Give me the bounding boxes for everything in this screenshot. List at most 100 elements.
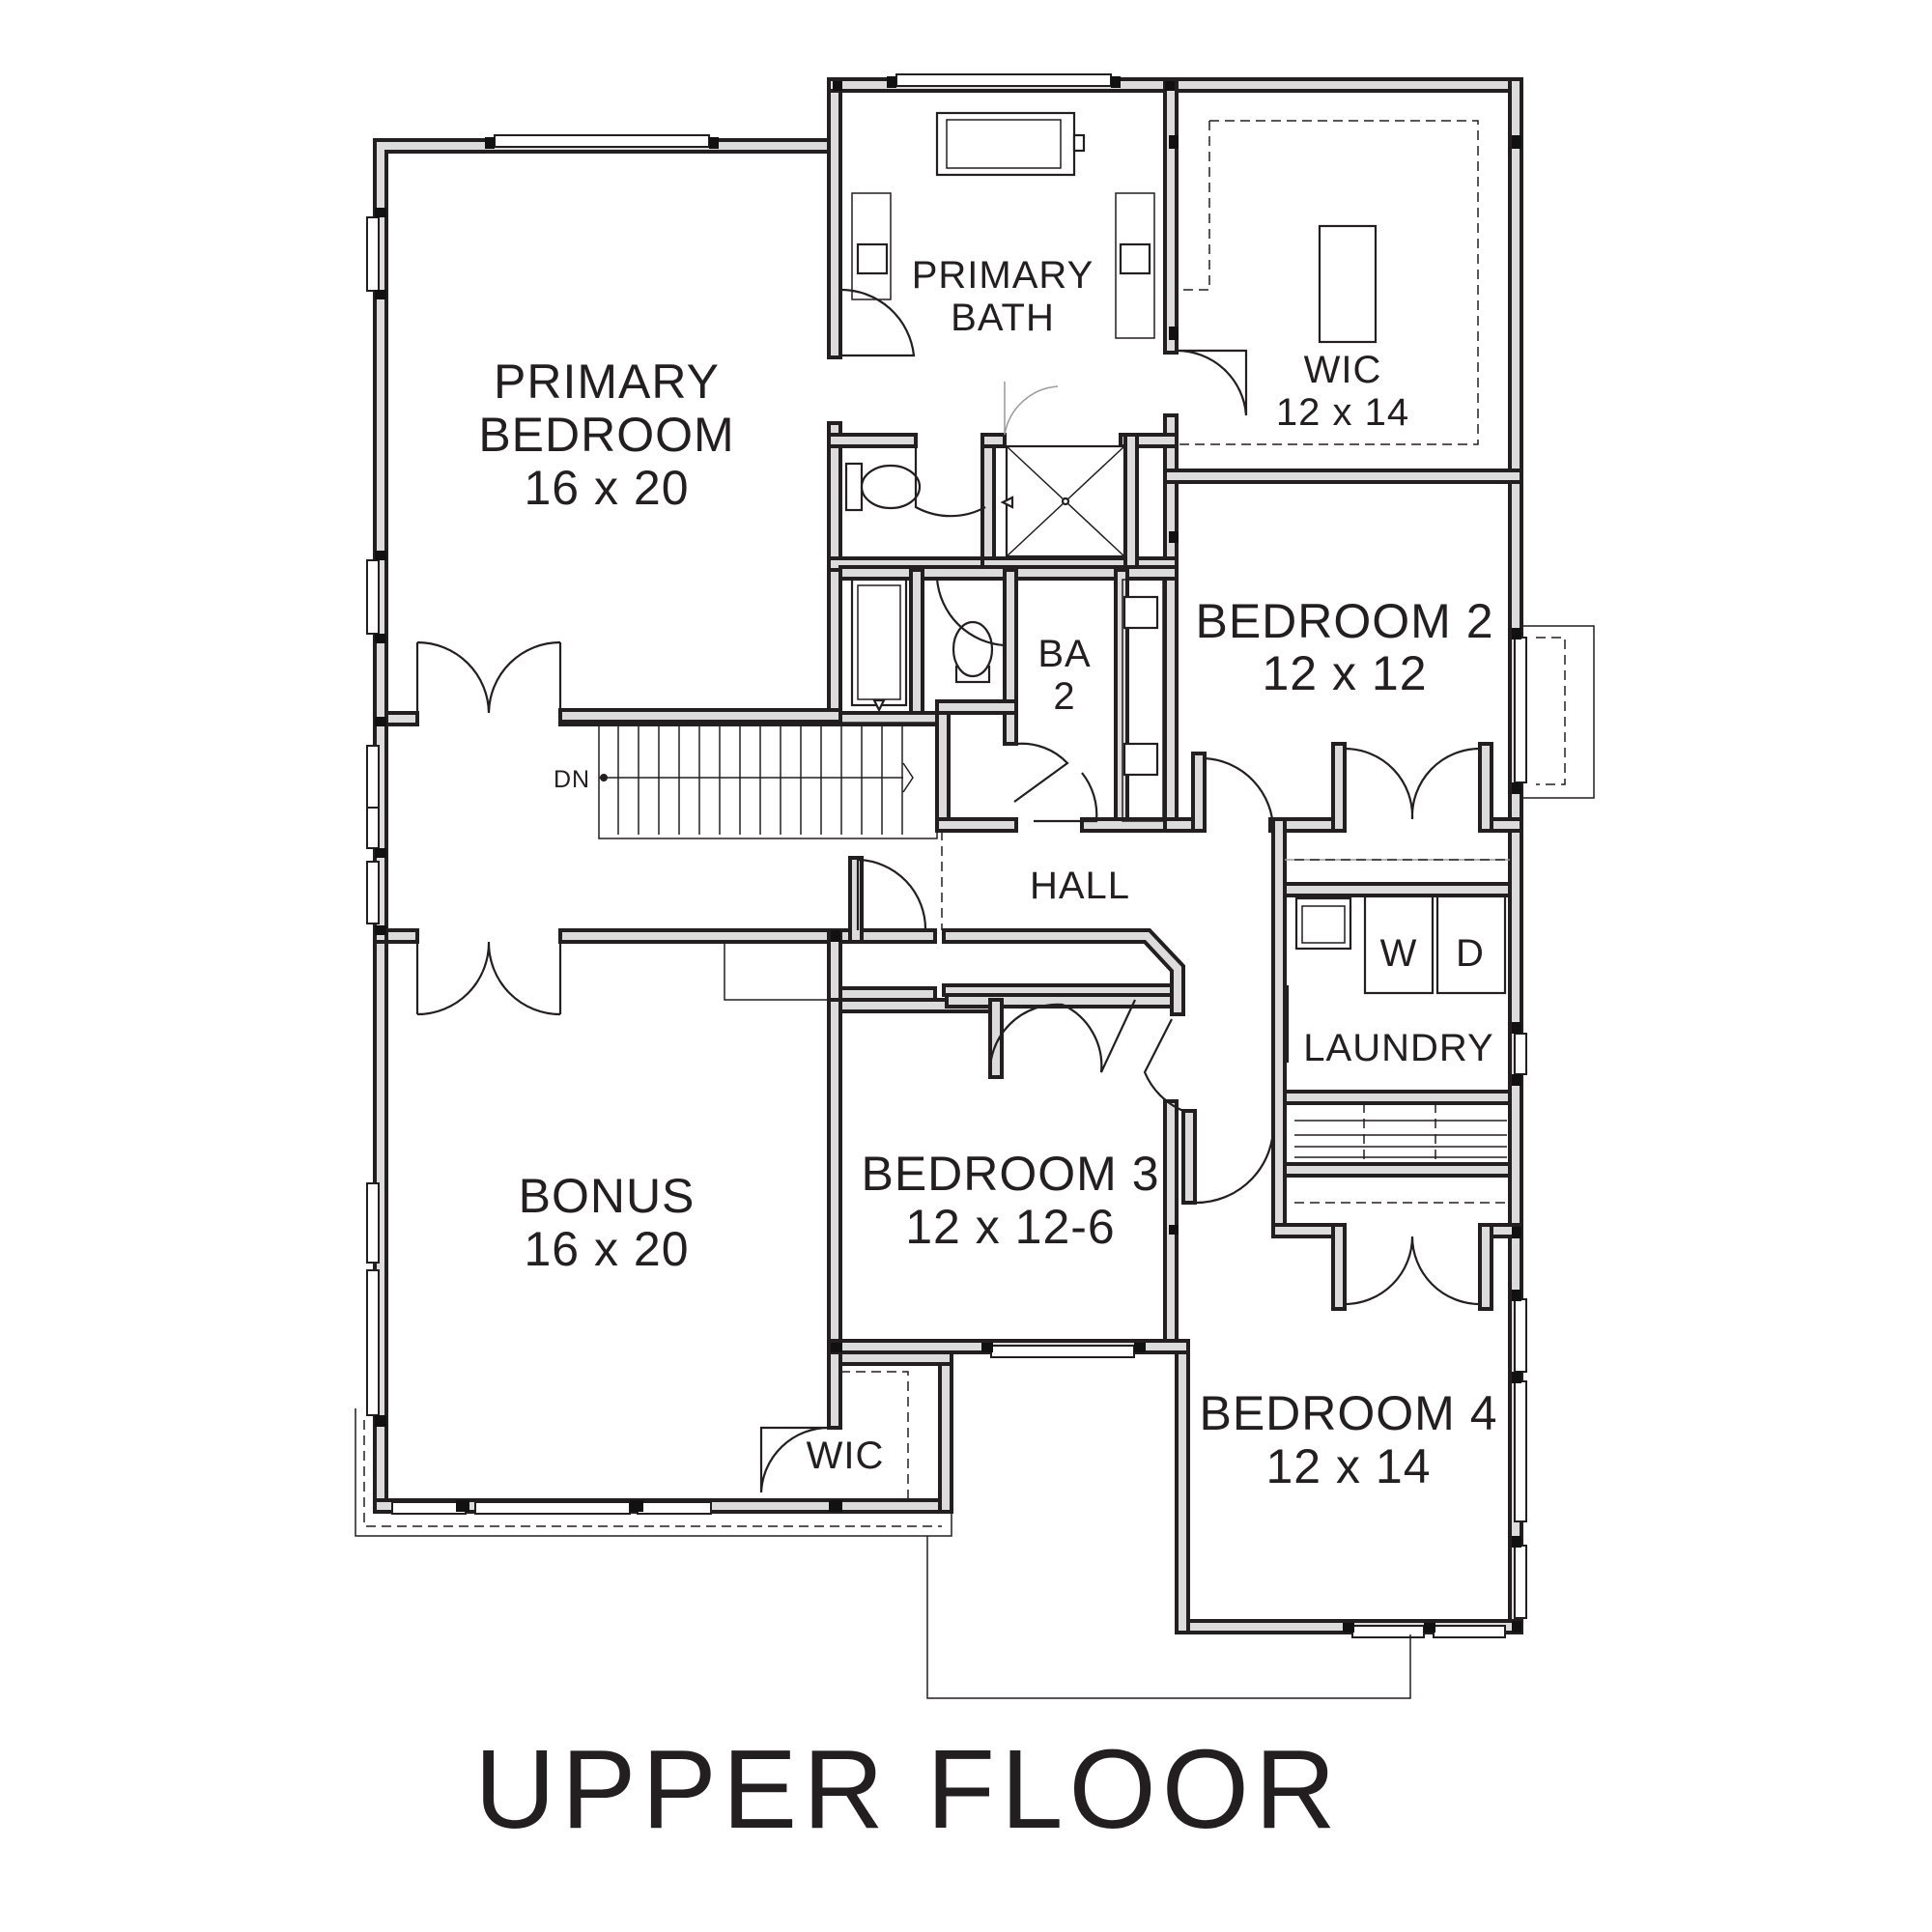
laundry-fixtures [1294, 895, 1510, 1204]
wall-bedroom2-closet-e [1478, 742, 1493, 833]
post [1512, 1536, 1521, 1548]
ba2-sink-1 [1122, 595, 1159, 630]
toilet-icon [844, 462, 864, 512]
wall-bed4-closet-w [1331, 1223, 1347, 1311]
bedroom-3-name: BEDROOM 3 [861, 1147, 1159, 1201]
window-bedroom4-south-1 [1351, 1625, 1425, 1638]
dryer-label: D [1456, 932, 1485, 975]
post [1512, 782, 1521, 794]
wall-ba2-linen-east [1003, 711, 1018, 746]
post [375, 717, 386, 726]
primary-bedroom-name-1: PRIMARY [494, 355, 720, 409]
wall-closet-stub-2 [838, 986, 937, 1002]
bedroom-3-size: 12 x 12-6 [905, 1200, 1115, 1254]
washer-icon [1363, 895, 1435, 995]
post [1343, 1623, 1354, 1633]
bedroom-2-name: BEDROOM 2 [1195, 594, 1493, 648]
wall-shower-top [980, 433, 1007, 448]
ba2-sink-2 [1122, 742, 1159, 777]
post [1512, 1074, 1521, 1086]
post [1165, 81, 1175, 91]
window-hall-west-1 [366, 745, 380, 809]
wall-bed3-closet-w [988, 998, 1004, 1079]
primary-bedroom-name-2: BEDROOM [478, 408, 734, 462]
post [1169, 135, 1179, 149]
wall-bedroom-bath [827, 77, 842, 359]
window-bonus-south-2 [474, 1501, 631, 1515]
post [1169, 327, 1179, 340]
door-wic [1176, 349, 1248, 416]
window-bedroom4-east-3 [1514, 1545, 1527, 1619]
bonus-name: BONUS [519, 1169, 696, 1223]
bathtub [935, 111, 1076, 177]
wall-ba2-linen [935, 711, 951, 833]
post [709, 137, 719, 149]
wall-ba2-center [1003, 568, 1018, 715]
wic-primary-size: 12 x 14 [1276, 391, 1409, 434]
wic-bonus-name: WIC [807, 1435, 885, 1477]
window-laundry-east [1514, 1033, 1527, 1075]
wall-laundry-south-2 [1283, 1162, 1523, 1178]
wall-bath-wic [1163, 77, 1179, 355]
primary-bath-name-2: BATH [951, 297, 1055, 339]
wall-stair-top [558, 708, 842, 724]
room-labels: PRIMARY BEDROOM 16 x 20 PRIMARY BATH WIC… [478, 254, 1497, 1493]
bedroom-2-size: 12 x 12 [1262, 646, 1427, 700]
post [375, 634, 386, 643]
stair-outline [598, 722, 938, 839]
door-bedroom4-closet [1344, 1236, 1481, 1306]
door-toilet [914, 435, 986, 518]
post [887, 76, 896, 88]
post [375, 848, 386, 858]
bonus-size: 16 x 20 [524, 1222, 689, 1276]
window-primary-bedroom-west-1 [366, 216, 380, 292]
wall-bedroom2-west-stub [1191, 752, 1207, 833]
wall-wic-bonus-east [938, 1350, 953, 1514]
wall-shower-east [1123, 433, 1139, 572]
wall-bed3-east-jamb [1181, 1109, 1197, 1205]
door-ba2-linen-1 [1013, 742, 1069, 803]
sink-left-icon [856, 242, 889, 275]
primary-bath-fixtures [839, 111, 1248, 558]
wall-hall-linen [942, 928, 1185, 1016]
wall-laundry-north [1283, 882, 1523, 897]
post [1512, 1621, 1521, 1633]
post [1111, 76, 1121, 88]
wall-bed3-west [827, 998, 842, 1354]
wall-bonus-north-2 [558, 928, 842, 944]
bedroom-4-name: BEDROOM 4 [1199, 1386, 1497, 1440]
window-primary-bedroom-top [494, 134, 710, 148]
window-bedroom4-south-2 [1433, 1625, 1506, 1638]
wic-primary-fixtures [1177, 120, 1479, 445]
ba2-vanity [1122, 579, 1164, 822]
wall-bedroom2-closet-w [1331, 742, 1347, 833]
post [485, 137, 495, 149]
vanity-left [851, 192, 892, 300]
door-bedroom3-closet [988, 999, 1136, 1078]
wall-bed4-west [1175, 1341, 1190, 1634]
door-bath-to-bedroom [839, 288, 916, 357]
wall-bonus-north [384, 928, 419, 944]
posts [375, 76, 1521, 1633]
primary-bedroom-size: 16 x 20 [524, 461, 689, 515]
post [1169, 1225, 1179, 1235]
post [456, 1500, 469, 1512]
hall-doors [415, 640, 1510, 1500]
stairs [598, 722, 938, 839]
post [630, 1500, 643, 1512]
post [375, 290, 386, 299]
wall-ba2-linen-bottom [935, 817, 1018, 833]
wall-ba2-tub-divider [909, 568, 924, 715]
window-bedroom4-east-1 [1514, 1298, 1527, 1373]
post [833, 81, 842, 91]
post [375, 208, 386, 217]
door-bedroom-2 [1204, 756, 1275, 832]
window-bonus-south-3 [637, 1501, 712, 1515]
door-bedroom2-closet [1344, 747, 1481, 820]
post [831, 930, 840, 942]
post [1512, 135, 1521, 149]
post [375, 551, 386, 560]
post [1512, 1022, 1521, 1034]
wall-bedroom-bath-2 [827, 421, 842, 726]
